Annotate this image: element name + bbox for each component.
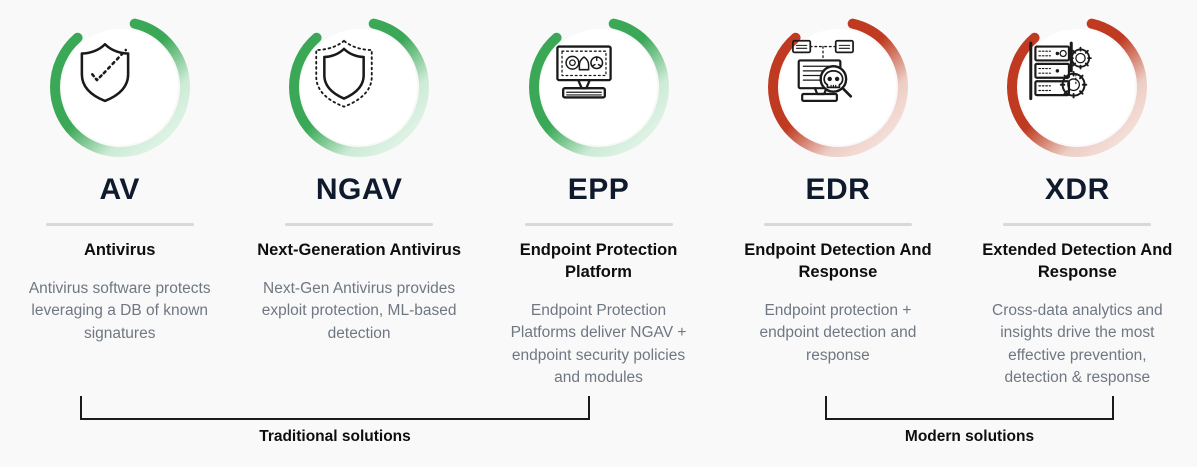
desktop-magnifier-skull-icon [786,35,890,139]
column-divider [45,223,194,226]
bracket-tick-right [1112,396,1114,420]
full-name-label: Endpoint Protection Platform [519,241,678,281]
bracket-label: Traditional solutions [259,428,411,445]
acronym-label: NGAV [315,173,403,206]
ring-arc-xdr [1007,17,1148,157]
full-name-label: Antivirus [83,241,156,259]
description-text: Endpoint Protection Platforms deliver NG… [510,301,687,387]
progress-ring-edr [763,12,913,162]
progress-ring-epp [524,12,674,162]
column-divider [524,223,673,226]
progress-ring-ngav [284,12,434,162]
progress-ring-av [45,12,195,162]
bracket-tick-left [80,396,82,420]
solution-column-av[interactable]: AV Antivirus Antivirus software protects… [0,0,239,400]
full-name-label: Next-Generation Antivirus [257,241,462,259]
solution-column-epp[interactable]: EPP Endpoint Protection Platform Endpoin… [479,0,718,400]
description-text: Endpoint protection + endpoint detection… [759,301,917,364]
desktop-malware-icon [547,35,651,139]
ring-arc-av [49,17,190,157]
server-rack-gears-icon [1025,35,1129,139]
ring-arc-epp [528,17,669,157]
solution-column-ngav[interactable]: NGAV Next-Generation Antivirus Next-Gen … [239,0,478,400]
bracket-tick-right [588,396,590,420]
acronym-label: XDR [1044,173,1110,206]
acronym-label: EDR [805,173,871,206]
shield-check-icon [68,35,172,139]
description-text: Next-Gen Antivirus provides exploit prot… [261,279,457,342]
acronym-label: AV [99,173,140,206]
description-text: Antivirus software protects leveraging a… [28,279,211,342]
shield-dotted-icon [307,35,411,139]
bracket-label: Modern solutions [904,428,1035,445]
acronym-label: EPP [567,173,630,206]
solution-column-xdr[interactable]: XDR Extended Detection And Response Cros… [958,0,1197,400]
solution-columns: AV Antivirus Antivirus software protects… [0,0,1197,400]
column-divider [285,223,434,226]
full-name-label: Extended Detection And Response [982,241,1173,281]
bracket-tick-left [825,396,827,420]
bracket-bar [825,418,1114,420]
bracket-bar [80,418,590,420]
group-brackets: Traditional solutions Modern solutions [0,396,1197,467]
column-divider [763,223,912,226]
full-name-label: Endpoint Detection And Response [744,241,932,281]
progress-ring-xdr [1002,12,1152,162]
column-divider [1003,223,1152,226]
description-text: Cross-data analytics and insights drive … [992,301,1163,387]
solution-column-edr[interactable]: EDR Endpoint Detection And Response Endp… [718,0,957,400]
